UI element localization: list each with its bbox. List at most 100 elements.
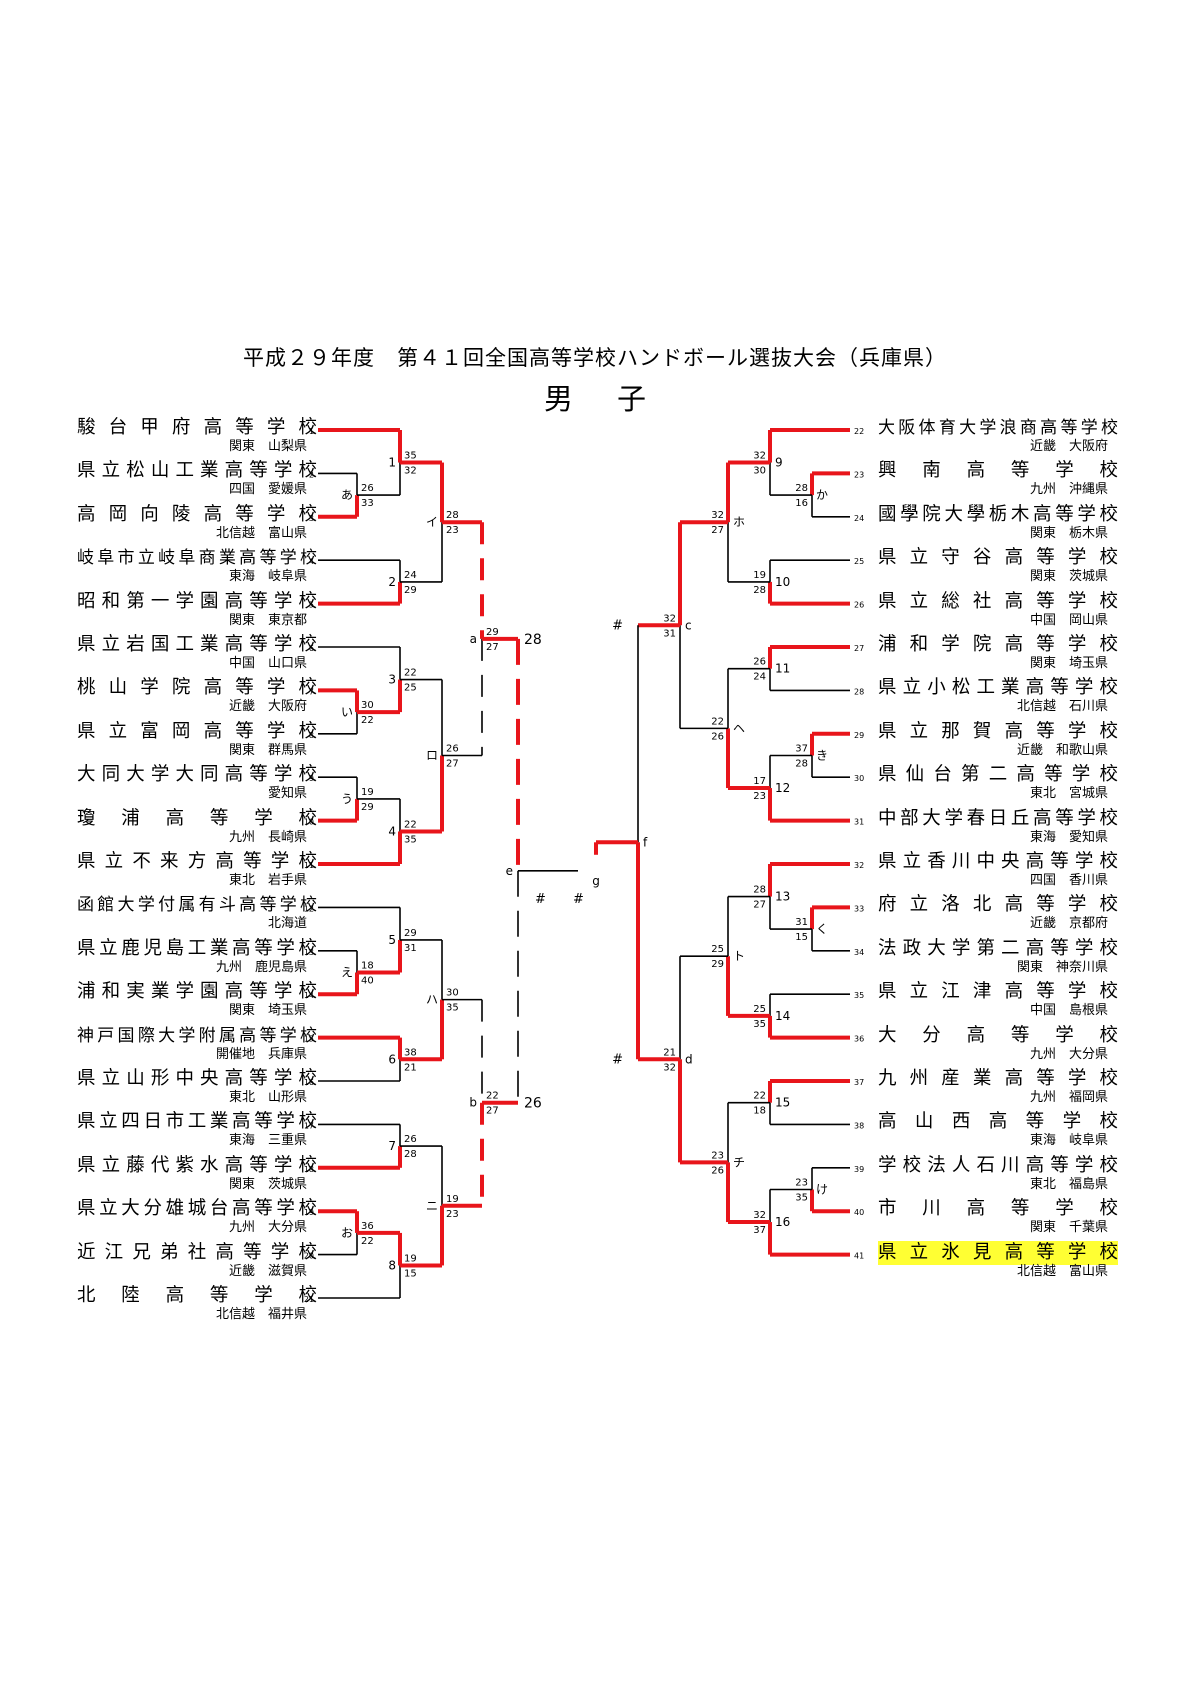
team-region: 中国 岡山県 xyxy=(1029,612,1108,628)
round2-label: 14 xyxy=(775,1009,790,1023)
score-label: 25 xyxy=(404,683,417,694)
score-label: 22 xyxy=(753,1091,766,1102)
score-label: 19 xyxy=(361,787,374,798)
team-region: 北信越 福井県 xyxy=(215,1307,307,1322)
team-entry: 昭和第一学園高等学校関東 東京都 xyxy=(77,590,327,632)
score-label: 19 xyxy=(753,570,766,581)
seed-number: 30 xyxy=(854,774,864,783)
team-name: 学校法人石川高等学校 xyxy=(878,1154,1118,1176)
score-label: 24 xyxy=(404,570,417,581)
team-region: 関東 茨城県 xyxy=(228,1176,307,1192)
team-entry: 瓊浦高等学校九州 長崎県 xyxy=(77,807,327,849)
score-label: 33 xyxy=(361,498,374,509)
team-region: 近畿 大阪府 xyxy=(228,699,307,715)
seed-number: 36 xyxy=(854,1035,864,1044)
seed-number: 22 xyxy=(854,427,864,436)
team-entry: 中部大学春日丘高等学校東海 愛知県 xyxy=(878,807,1128,849)
score-label: 26 xyxy=(711,731,724,742)
team-entry: 大阪体育大学浪商高等学校近畿 大阪府 xyxy=(878,416,1128,458)
round2-label: 13 xyxy=(775,890,790,904)
team-name: 岐阜市立岐阜商業高等学校 xyxy=(77,548,317,569)
team-name: 県立江津高等学校 xyxy=(878,981,1118,1003)
seed-number: 2 xyxy=(309,470,314,479)
score-label: 31 xyxy=(663,628,676,639)
score-label: 27 xyxy=(446,759,459,770)
round2-label: 16 xyxy=(775,1215,790,1229)
team-region: 近畿 大阪府 xyxy=(1029,439,1108,454)
score-label: 38 xyxy=(404,1047,417,1058)
round2-label: 7 xyxy=(388,1139,396,1153)
hash-mark: # xyxy=(612,1052,623,1067)
team-region: 九州 沖縄県 xyxy=(1029,482,1108,498)
score-label: 28 xyxy=(753,885,766,896)
score-label: 23 xyxy=(795,1178,808,1189)
semifinal-label: e xyxy=(506,864,513,878)
seed-number: 37 xyxy=(854,1078,864,1087)
team-region: 九州 長崎県 xyxy=(228,829,307,845)
score-label: 22 xyxy=(404,668,417,679)
first-round-label: け xyxy=(816,1183,828,1197)
first-round-label: う xyxy=(341,792,353,806)
semifinal-label: f xyxy=(643,835,648,849)
score-label: 32 xyxy=(753,451,766,462)
team-name: 県立守谷高等学校 xyxy=(878,547,1118,569)
team-region: 愛知県 xyxy=(267,786,307,802)
seed-number: 19 xyxy=(304,1208,314,1217)
team-region: 関東 山梨県 xyxy=(228,439,307,454)
team-name: 浦和学院高等学校 xyxy=(878,634,1118,655)
seed-number: 40 xyxy=(854,1208,864,1217)
page-title: 平成２９年度 第４１回全国高等学校ハンドボール選抜大会（兵庫県） xyxy=(243,346,947,370)
team-name: 近江兄弟社高等学校 xyxy=(77,1241,317,1263)
score-label: 40 xyxy=(361,976,374,987)
team-region: 関東 茨城県 xyxy=(1029,569,1108,585)
team-region: 四国 香川県 xyxy=(1029,873,1108,888)
team-entry: 県立四日市工業高等学校東海 三重県 xyxy=(77,1110,327,1152)
hash-mark: # xyxy=(612,618,623,633)
team-name: 市川高等学校 xyxy=(878,1198,1118,1220)
seed-number: 10 xyxy=(304,818,314,827)
team-name: 神戸国際大学附属高等学校 xyxy=(77,1025,317,1046)
team-entry: 県立総社高等学校中国 岡山県 xyxy=(878,590,1128,632)
score-label: 23 xyxy=(711,1150,724,1161)
score-label: 37 xyxy=(795,744,808,755)
score-label: 27 xyxy=(486,642,499,653)
team-name: 県立不来方高等学校 xyxy=(77,851,317,872)
team-name: 大分高等学校 xyxy=(878,1024,1118,1046)
score-label: 32 xyxy=(711,510,724,521)
hash-mark: # xyxy=(573,892,584,907)
team-entry: 浦和学院高等学校関東 埼玉県 xyxy=(878,633,1128,675)
round2-label: 5 xyxy=(388,933,396,947)
team-name: 高岡向陵高等学校 xyxy=(77,503,317,525)
team-region: 東海 三重県 xyxy=(228,1133,307,1149)
team-entry: 興南高等学校九州 沖縄県 xyxy=(878,459,1128,501)
score-label: 23 xyxy=(446,1209,459,1220)
team-region: 北信越 富山県 xyxy=(1016,1263,1108,1279)
team-entry: 神戸国際大学附属高等学校開催地 兵庫県 xyxy=(77,1024,327,1066)
team-region: 東北 山形県 xyxy=(228,1090,307,1105)
round4-label: d xyxy=(685,1052,693,1066)
team-region: 東海 岐阜県 xyxy=(1029,1133,1108,1149)
seed-number: 25 xyxy=(854,557,864,566)
semifinal-total: 26 xyxy=(524,1096,542,1112)
score-label: 36 xyxy=(361,1221,374,1232)
team-region: 関東 神奈川県 xyxy=(1016,959,1108,975)
team-name: 法政大学第二高等学校 xyxy=(878,937,1118,959)
score-label: 35 xyxy=(404,834,417,845)
team-name: 瓊浦高等学校 xyxy=(77,807,317,829)
seed-number: 31 xyxy=(854,818,864,827)
seed-number: 18 xyxy=(304,1165,314,1174)
score-label: 29 xyxy=(404,585,417,596)
round2-label: 11 xyxy=(775,662,790,676)
seed-number: 6 xyxy=(309,644,314,653)
team-entry: 学校法人石川高等学校東北 福島県 xyxy=(878,1154,1128,1196)
score-label: 22 xyxy=(361,715,374,726)
team-entry: 高岡向陵高等学校北信越 富山県 xyxy=(77,503,327,545)
score-label: 32 xyxy=(663,613,676,624)
seed-number: 35 xyxy=(854,991,864,1000)
round2-label: 1 xyxy=(388,456,396,470)
seed-number: 33 xyxy=(854,904,864,913)
score-label: 35 xyxy=(404,451,417,462)
team-entry: 県立不来方高等学校東北 岩手県 xyxy=(77,850,327,892)
round3-label: ハ xyxy=(426,993,438,1007)
